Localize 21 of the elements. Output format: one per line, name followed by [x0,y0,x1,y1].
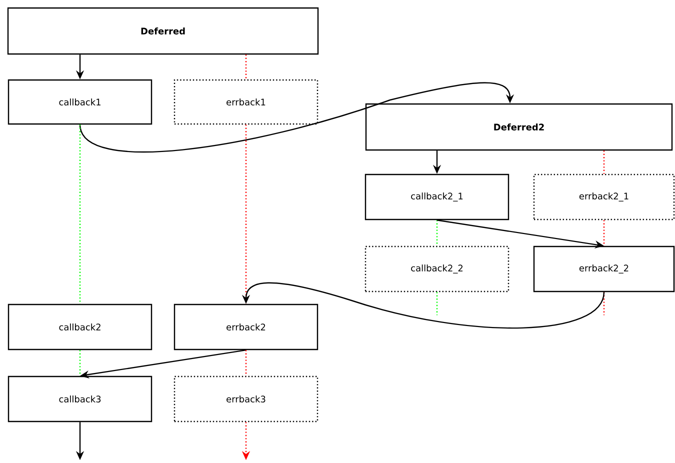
connector-line [79,124,81,304]
connector-line [603,150,605,174]
connector-line [245,350,247,376]
dotted-box: errback2_1 [533,174,675,220]
dotted-box: errback3 [174,376,318,422]
process-box: callback3 [8,376,152,422]
dotted-box: errback1 [174,79,318,125]
connector-line [436,220,438,246]
connector-line [436,292,438,316]
process-box: callback2_1 [364,174,510,220]
dotted-box: callback2_2 [364,246,510,292]
process-box: callback1 [8,79,152,125]
connector-line [79,350,81,376]
process-box: errback2_2 [533,246,675,292]
arrow [79,82,514,152]
connector-line [245,54,247,80]
connector-line [603,220,605,246]
heading-box: Deferred [7,7,319,55]
heading-box: Deferred2 [365,103,673,151]
process-box: callback2 [8,304,152,350]
process-box: errback2 [174,304,318,350]
